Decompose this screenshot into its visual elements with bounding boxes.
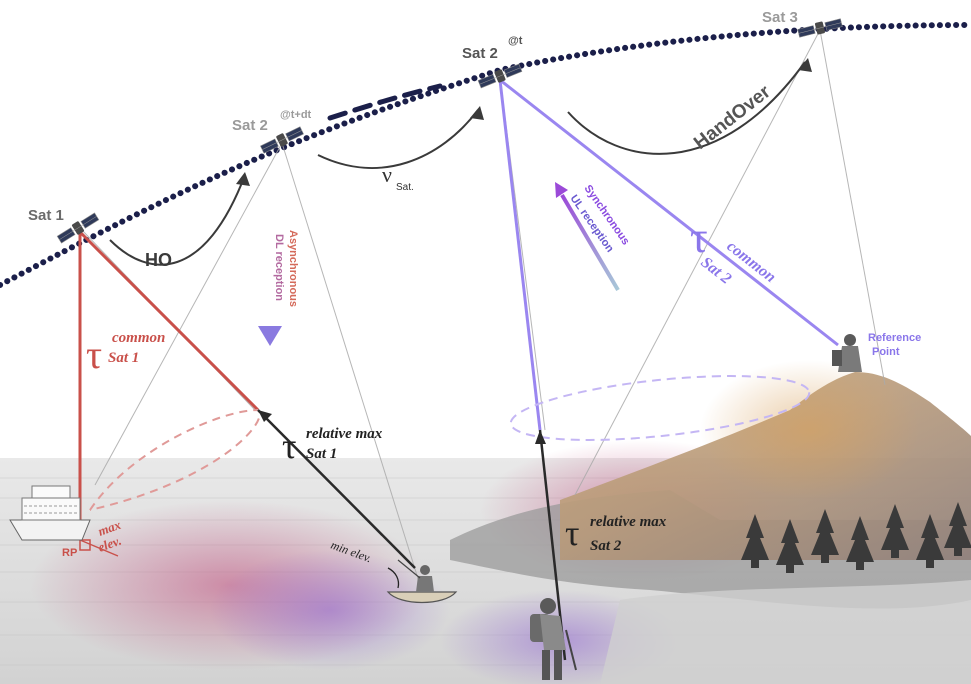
min-elev-arc	[387, 567, 400, 589]
ho-arc	[109, 174, 246, 266]
handover-arc	[567, 61, 806, 155]
ho-arrowhead	[236, 172, 250, 186]
ho-label: HO	[145, 250, 172, 270]
async-label-line1: Asynchronous	[287, 230, 299, 307]
cruise-ship-icon	[9, 485, 91, 541]
velocity-arc	[317, 109, 479, 169]
coverage-cones	[79, 29, 886, 586]
motion-arcs	[109, 58, 812, 266]
tau-relative-sat2-symbol: τ	[565, 513, 579, 553]
sat2-footprint	[509, 375, 811, 441]
velocity-symbol: ν	[382, 162, 392, 187]
sat2-superscript: @t	[508, 35, 523, 47]
violet-glow-left	[210, 550, 450, 670]
foreground-land	[600, 580, 971, 684]
sat3-label: Sat 3	[762, 9, 798, 26]
sat2-next-label: Sat 2	[232, 117, 268, 134]
max-elev-baseline	[79, 539, 119, 557]
sat2-edge-beam	[498, 79, 542, 431]
reference-person-icon	[832, 334, 862, 372]
velocity-arrowhead	[470, 106, 484, 120]
tau-relative-sat1-symbol: τ	[282, 426, 296, 466]
handover-arrowhead	[798, 58, 812, 72]
async-label-line2: DL reception	[273, 234, 285, 301]
tau-relative-sat1-sup: relative max	[306, 426, 383, 442]
sat2-reference-beam	[499, 78, 839, 347]
tau-relative-sat2-sup: relative max	[590, 514, 667, 530]
sat2-next-superscript: @t+dt	[280, 109, 312, 121]
landscape	[0, 360, 971, 684]
handover-label: HandOver	[690, 81, 775, 154]
sat1-edge-beam	[78, 230, 260, 412]
satellite-icon	[796, 16, 844, 40]
tau-relative-sat1-sub: Sat 1	[306, 446, 337, 462]
sat2-relative-arrowhead	[535, 430, 546, 444]
fishing-boat-icon	[386, 559, 458, 603]
right-angle-marker	[79, 539, 91, 551]
orbit-dash-segment	[327, 83, 443, 121]
sat1-relative-arrowhead	[258, 410, 272, 422]
sat1-relative-beam	[257, 409, 416, 569]
mountain-warm-glow	[700, 360, 920, 500]
sat2-label: Sat 2	[462, 45, 498, 62]
rp-label: RP	[62, 547, 77, 559]
tau-relative-sat2-sub: Sat 2	[590, 538, 622, 554]
reference-point-label-2: Point	[872, 346, 900, 358]
sat1-label: Sat 1	[28, 207, 64, 224]
hiker-icon	[530, 598, 577, 680]
tau-common-sat1-sup: common	[112, 330, 165, 346]
orbit-path	[0, 22, 971, 288]
async-dl-arrow	[258, 222, 282, 346]
velocity-subscript: Sat.	[396, 182, 414, 193]
sat1-beams	[78, 230, 416, 569]
tau-common-sat1-symbol: τ	[86, 332, 102, 377]
tau-common-sat1-sub: Sat 1	[108, 350, 139, 366]
sync-ul-arrow	[555, 182, 620, 292]
tau-common-sat2-symbol: τ	[690, 213, 708, 262]
reference-point-label-1: Reference	[868, 332, 921, 344]
